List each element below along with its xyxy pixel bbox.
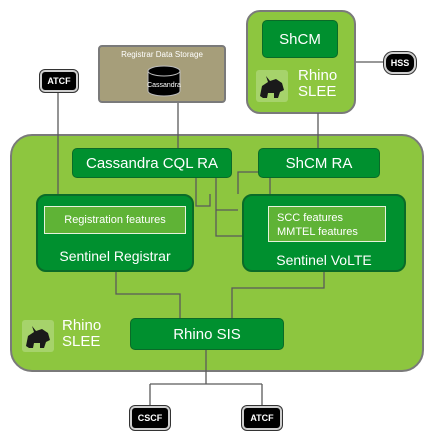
- main-slee-name: SLEE: [62, 333, 101, 350]
- shcm-component: ShCM: [262, 20, 338, 58]
- wire-shcm-ra-to-volte: [237, 171, 258, 194]
- sentinel-volte-label: Sentinel VoLTE: [276, 252, 372, 268]
- rhino-logo-icon: [256, 70, 288, 102]
- atcf-bottom-node: ATCF: [242, 406, 282, 430]
- registration-features: Registration features: [44, 206, 186, 234]
- cscf-node: CSCF: [130, 406, 170, 430]
- shcm-rhino-logo: Rhino SLEE: [256, 66, 352, 106]
- storage-title: Registrar Data Storage: [121, 50, 203, 59]
- shcm-slee-name: SLEE: [298, 83, 337, 100]
- wire-cql-ra-to-volte: [215, 178, 242, 237]
- scc-features-label: SCC features: [277, 212, 344, 224]
- sentinel-volte: SCC features MMTEL features Sentinel VoL…: [242, 194, 406, 272]
- sentinel-registrar-label: Sentinel Registrar: [59, 248, 171, 264]
- mmtel-features-label: MMTEL features: [277, 226, 358, 238]
- cassandra-cql-ra: Cassandra CQL RA: [72, 148, 232, 178]
- wire-volte-to-sis: [231, 272, 325, 318]
- atcf-top-node: ATCF: [40, 70, 78, 92]
- hss-node: HSS: [384, 52, 416, 74]
- database-label: Cassandra: [147, 82, 181, 89]
- volte-features: SCC features MMTEL features: [268, 206, 386, 242]
- rhino-logo-icon-main: [22, 320, 54, 352]
- registration-features-label: Registration features: [64, 214, 166, 226]
- shcm-rhino-name: Rhino: [298, 67, 338, 84]
- main-rhino-name: Rhino: [62, 317, 102, 334]
- wire-cql-ra-to-registrar: [195, 178, 211, 207]
- database-icon: [147, 65, 181, 97]
- main-rhino-logo: Rhino SLEE: [22, 316, 118, 356]
- sentinel-registrar: Registration features Sentinel Registrar: [36, 194, 194, 272]
- wire-registrar-to-sis: [115, 272, 181, 318]
- shcm-ra: ShCM RA: [258, 148, 380, 178]
- registrar-data-storage: Registrar Data Storage Cassandra: [98, 45, 226, 103]
- rhino-sis: Rhino SIS: [130, 318, 284, 350]
